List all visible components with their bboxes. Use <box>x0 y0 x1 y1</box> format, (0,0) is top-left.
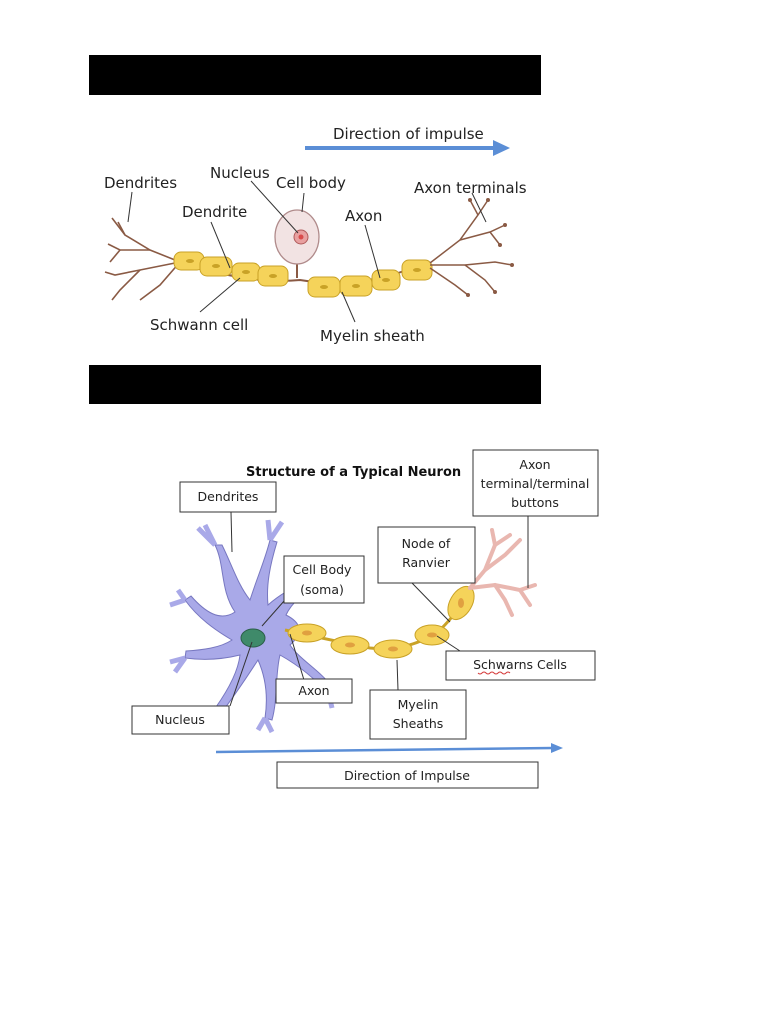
label-node-line2: Ranvier <box>402 555 451 570</box>
label-cell-body-line1: Cell Body <box>293 562 352 577</box>
dendrites-left <box>104 217 181 301</box>
label-node-line1: Node of <box>402 536 451 551</box>
label-schwanns-cells: Schwarns Cells <box>473 657 567 672</box>
arrow-label: Direction of impulse <box>333 125 484 143</box>
leader-lines-2 <box>229 511 529 707</box>
top-redaction-bar <box>89 55 541 95</box>
label-dendrites-1: Dendrites <box>104 174 177 192</box>
label-myelin-sheath-1: Myelin sheath <box>320 327 425 345</box>
label-nucleus-1: Nucleus <box>210 164 270 182</box>
box-schwanns-cells <box>445 650 596 681</box>
label-nucleus-2: Nucleus <box>155 712 205 727</box>
box-cell-body-2 <box>283 555 365 604</box>
label-schwann-cell-1: Schwann cell <box>150 316 248 334</box>
box-direction-of-impulse <box>276 761 539 789</box>
label-myelin-line2: Sheaths <box>393 716 444 731</box>
label-myelin-line1: Myelin <box>398 697 439 712</box>
spellcheck-underline <box>477 671 511 675</box>
box-dendrites-2 <box>179 481 277 513</box>
middle-redaction-bar <box>89 365 541 404</box>
diagram-2-title: Structure of a Typical Neuron <box>246 465 461 480</box>
box-nucleus-2 <box>131 705 230 735</box>
box-node-of-ranvier <box>377 526 476 584</box>
box-axon-2 <box>275 678 353 704</box>
label-dendrites-2: Dendrites <box>198 489 259 504</box>
label-direction-of-impulse: Direction of Impulse <box>344 768 470 783</box>
impulse-arrow-2 <box>215 746 554 754</box>
myelin-nuclei-1 <box>186 259 421 289</box>
leader-lines-1 <box>127 180 487 323</box>
myelin-nuclei-2 <box>302 598 464 652</box>
axon-terminals-right <box>429 199 513 296</box>
label-axon-1: Axon <box>345 207 382 225</box>
impulse-arrow-2-head <box>551 743 563 753</box>
label-axon-terminals-1: Axon terminals <box>414 179 527 197</box>
label-axon-terminal-line1: Axon <box>519 457 550 472</box>
label-axon-2: Axon <box>298 683 329 698</box>
axon-terminals-2 <box>468 528 537 617</box>
box-axon-terminal-2 <box>472 449 599 517</box>
label-axon-terminal-line2: terminal/terminal <box>481 476 590 491</box>
nucleus-2 <box>240 628 266 648</box>
label-axon-terminal-line3: buttons <box>511 495 559 510</box>
terminal-buttons-1 <box>466 198 514 297</box>
box-myelin-sheaths <box>369 689 467 740</box>
label-dendrite-1: Dendrite <box>182 203 247 221</box>
label-cell-body-1: Cell body <box>276 174 346 192</box>
label-cell-body-line2: (soma) <box>300 582 344 597</box>
nucleus-dot-1 <box>298 234 304 240</box>
impulse-arrow-head <box>493 140 510 156</box>
